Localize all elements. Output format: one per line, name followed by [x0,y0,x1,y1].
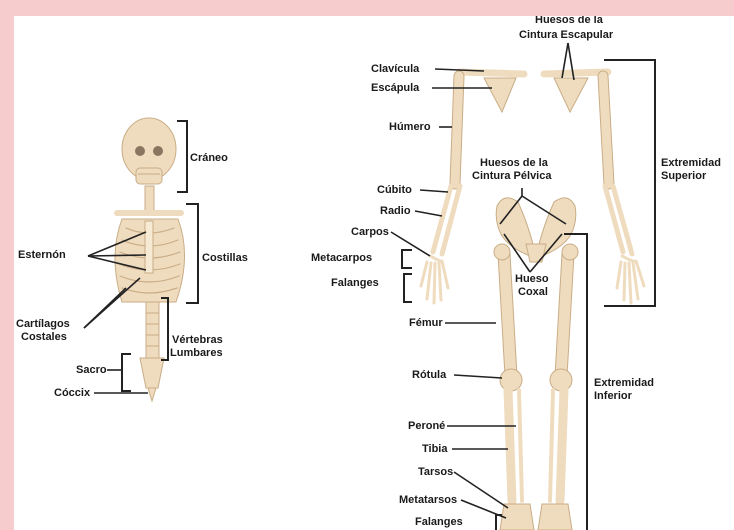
falanges-mano-bracket [404,274,412,302]
label-extremidad-inferior-1: Extremidad [594,377,654,389]
label-hueso-coxal-1: Hueso [515,273,549,285]
coccyx [148,388,156,401]
label-extremidad-superior-2: Superior [661,170,707,182]
label-falanges-mano: Falanges [331,277,379,289]
craneo-bracket [177,121,187,192]
metacarpos-bracket [402,250,412,268]
cubito-leader [420,190,448,192]
sacrum-pelvis [526,244,546,262]
label-perone: Peroné [408,420,445,432]
scapula-right [554,78,588,112]
label-coccix: Cóccix [54,387,91,399]
fibula-left [519,390,522,501]
label-tibia: Tibia [422,443,448,455]
label-craneo: Cráneo [190,152,228,164]
foot-right [538,504,572,530]
label-rotula: Rótula [412,369,447,381]
label-humero: Húmero [389,121,431,133]
label-extremidad-inferior-2: Inferior [594,390,633,402]
femur-left [504,254,511,376]
hand-right [617,256,644,303]
label-metatarsos: Metatarsos [399,494,457,506]
label-cintura-pelvica-1: Huesos de la [480,157,549,169]
rotula-leader [454,375,502,378]
label-femur: Fémur [409,317,443,329]
label-cartilagos-2: Costales [21,331,67,343]
sacrum [140,358,164,388]
label-radio: Radio [380,205,411,217]
label-cintura-pelvica-2: Cintura Pélvica [472,170,552,182]
lumbar-spine [146,302,159,358]
sternum [145,221,153,273]
appendicular-skeleton [421,72,644,530]
label-escapula: Escápula [371,82,420,94]
label-carpos: Carpos [351,226,389,238]
label-sacro: Sacro [76,364,107,376]
label-metacarpos: Metacarpos [311,252,372,264]
label-cintura-escapular-2: Cintura Escapular [519,29,614,41]
label-tarsos: Tarsos [418,466,453,478]
tibia-left [508,390,512,501]
skull-eye-left [135,146,145,156]
label-hueso-coxal-2: Coxal [518,286,548,298]
label-cintura-escapular-1: Huesos de la [535,16,604,26]
cartilagos-leaders [84,278,140,328]
label-clavicula: Clavícula [371,63,420,75]
vertebras-bracket [161,298,168,360]
label-falanges-pie: Falanges [415,516,463,528]
tarsos-leader [454,472,508,508]
humerus-left [455,76,459,184]
label-vertebras-1: Vértebras [172,334,223,346]
sacro-bracket [122,354,131,391]
tibia-right [560,390,564,501]
fibula-right [550,390,553,501]
diagram-canvas: Cráneo Esternón Costillas Cartílagos Cos… [14,16,734,530]
scapula-left [484,78,516,112]
skull-eye-right [153,146,163,156]
skeleton-diagram: Cráneo Esternón Costillas Cartílagos Cos… [14,16,734,530]
label-cartilagos-1: Cartílagos [16,318,70,330]
label-extremidad-superior-1: Extremidad [661,157,721,169]
radius-left [442,186,460,254]
label-cubito: Cúbito [377,184,412,196]
hand-left [421,256,448,303]
carpos-leader [391,232,430,256]
label-vertebras-2: Lumbares [170,347,223,359]
costillas-bracket [186,204,198,303]
clavicle-left [459,72,524,74]
femur-head-left [494,244,510,260]
label-esternon: Esternón [18,249,66,261]
cervical-spine [145,186,154,212]
jaw-shape [136,168,162,184]
femur-head-right [562,244,578,260]
femur-right [561,254,568,376]
radio-leader [415,211,442,216]
label-costillas: Costillas [202,252,248,264]
humerus-right [603,76,609,184]
ulna-left [433,186,451,252]
